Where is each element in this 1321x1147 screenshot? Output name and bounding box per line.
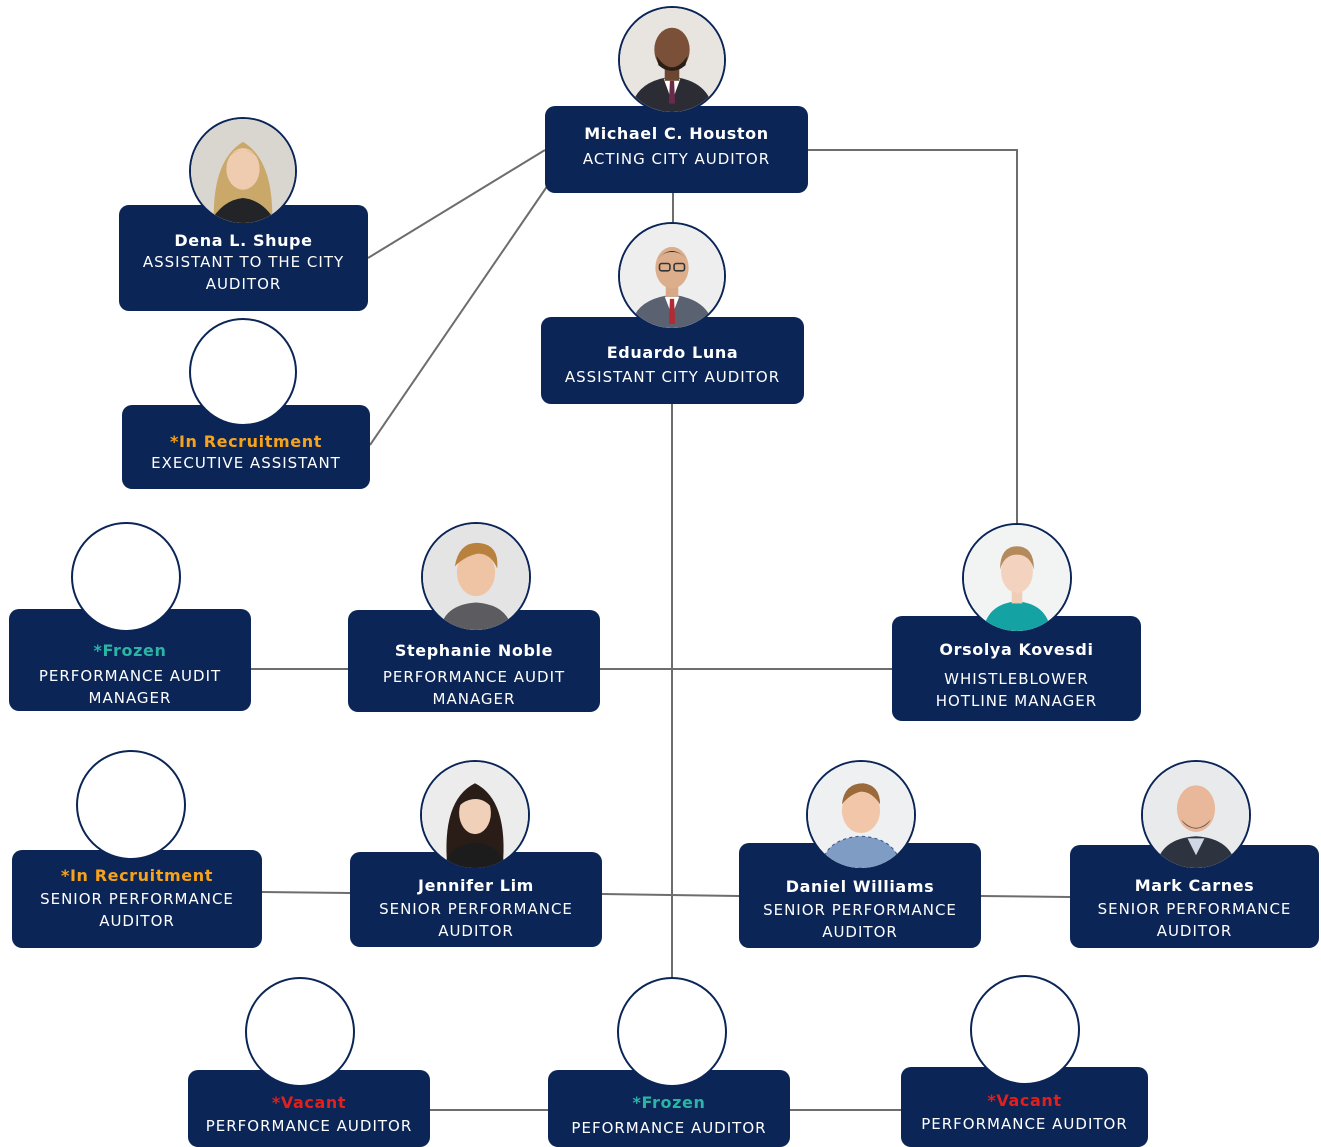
node-title: SENIOR PERFORMANCE AUDITOR [763, 901, 957, 941]
node-name: Eduardo Luna [606, 343, 739, 362]
connector-houston-kovesdi [808, 149, 1018, 525]
avatar-placeholder [245, 977, 355, 1087]
node-title: ACTING CITY AUDITOR [582, 150, 771, 168]
node-title: PEFORMANCE AUDITOR [571, 1119, 767, 1137]
node-luna: Eduardo Luna ASSISTANT CITY AUDITOR [541, 317, 804, 404]
node-title: WHISTLEBLOWER HOTLINE MANAGER [935, 670, 1098, 710]
node-title: PERFORMANCE AUDITOR [205, 1117, 413, 1135]
avatar-shupe [189, 117, 297, 225]
avatar-placeholder [189, 318, 297, 426]
status-label: *Vacant [987, 1091, 1062, 1110]
node-name: Jennifer Lim [418, 876, 534, 895]
avatar-luna [618, 222, 726, 330]
connector-williams-carnes [980, 895, 1071, 898]
node-name: Michael C. Houston [584, 124, 769, 143]
node-title: SENIOR PERFORMANCE AUDITOR [379, 900, 573, 940]
status-label: *Frozen [632, 1093, 706, 1112]
avatar-lim [420, 760, 530, 870]
avatar-placeholder [970, 975, 1080, 1085]
node-recruit-senior-auditor: *In Recruitment SENIOR PERFORMANCE AUDIT… [12, 850, 262, 948]
node-frozen-auditor: *Frozen PEFORMANCE AUDITOR [548, 1070, 790, 1147]
status-label: *Vacant [271, 1093, 347, 1112]
avatar-houston [618, 6, 726, 114]
avatar-williams [806, 760, 916, 870]
node-carnes: Mark Carnes SENIOR PERFORMANCE AUDITOR [1070, 845, 1319, 948]
avatar-placeholder [71, 522, 181, 632]
status-label: *In Recruitment [61, 866, 213, 885]
connector-houston-shupe [367, 149, 546, 259]
node-title: ASSISTANT TO THE CITY AUDITOR [142, 253, 345, 293]
node-title: PERFORMANCE AUDIT MANAGER [382, 668, 566, 708]
node-title: PERFORMANCE AUDIT MANAGER [38, 667, 222, 707]
node-name: Daniel Williams [785, 877, 935, 896]
avatar-placeholder [76, 750, 186, 860]
node-kovesdi: Orsolya Kovesdi WHISTLEBLOWER HOTLINE MA… [892, 616, 1141, 721]
connector-houston-exec-assistant [369, 184, 549, 446]
connector-recruit-lim [261, 891, 351, 894]
node-name: Orsolya Kovesdi [939, 640, 1094, 659]
node-name: Dena L. Shupe [174, 231, 313, 250]
node-name: Mark Carnes [1134, 876, 1255, 895]
node-title: PERFORMANCE AUDITOR [921, 1115, 1128, 1133]
node-title: ASSISTANT CITY AUDITOR [564, 368, 781, 386]
avatar-kovesdi [962, 523, 1072, 633]
connector-lim-williams [601, 893, 740, 897]
node-title: EXECUTIVE ASSISTANT [151, 454, 341, 472]
node-name: Stephanie Noble [394, 641, 554, 660]
node-title: SENIOR PERFORMANCE AUDITOR [1097, 900, 1292, 940]
node-houston: Michael C. Houston ACTING CITY AUDITOR [545, 106, 808, 193]
avatar-placeholder [617, 977, 727, 1087]
node-title: SENIOR PERFORMANCE AUDITOR [40, 890, 234, 930]
avatar-noble [421, 522, 531, 632]
status-label: *Frozen [93, 641, 167, 660]
status-label: *In Recruitment [170, 432, 322, 451]
avatar-carnes [1141, 760, 1251, 870]
